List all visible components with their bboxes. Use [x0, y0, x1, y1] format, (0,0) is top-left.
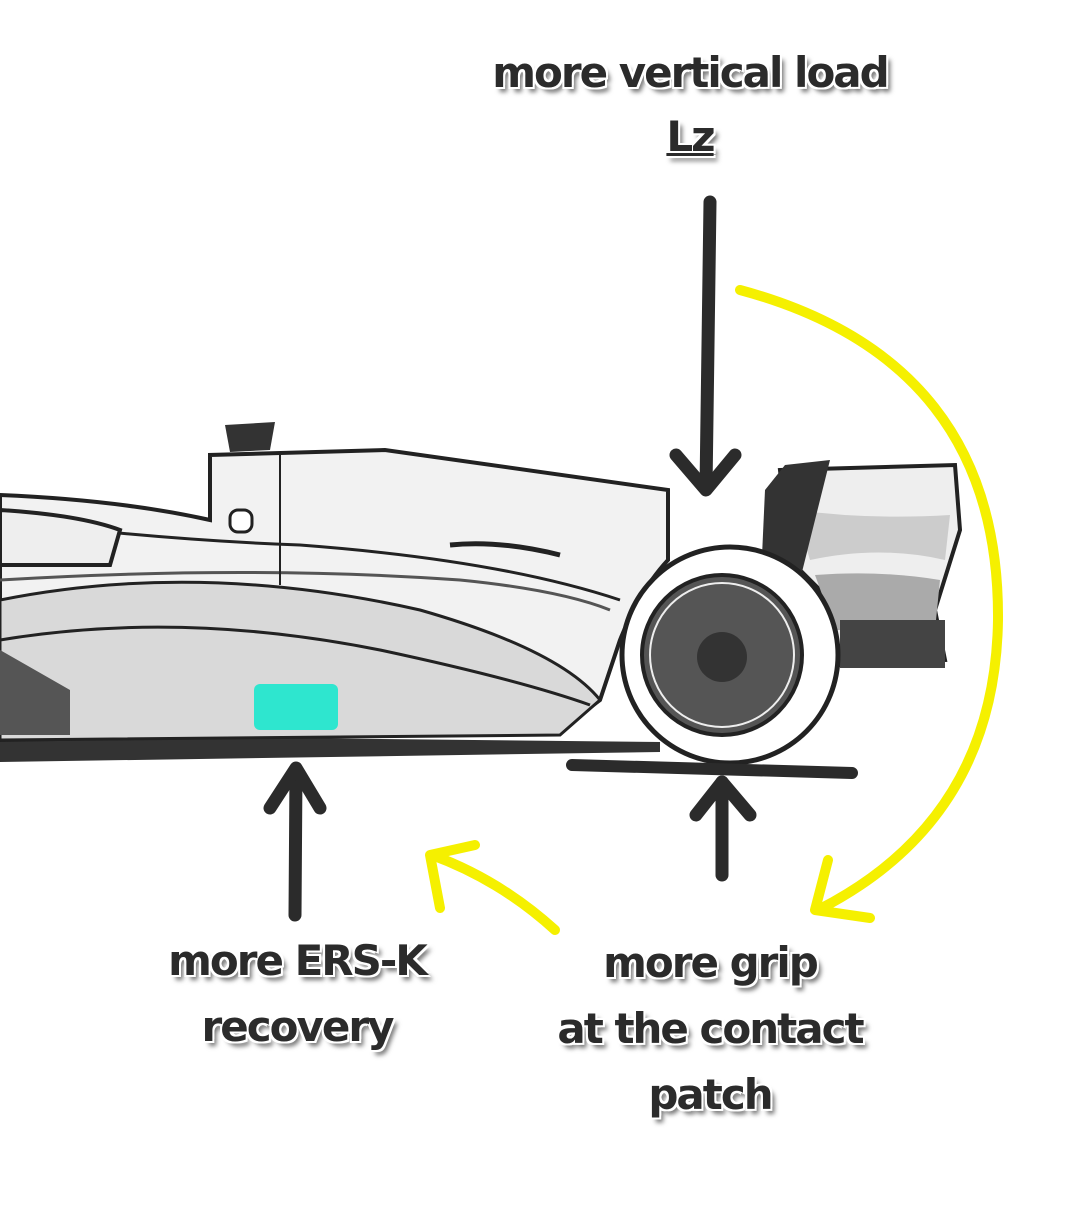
wheel-rim-highlight — [649, 582, 795, 728]
body-line — [449, 541, 561, 558]
arrow-head — [669, 448, 742, 497]
arrow-shaft — [427, 850, 560, 935]
rear-wing-shading — [795, 510, 950, 560]
arrow-head — [263, 761, 327, 815]
car-floor — [0, 735, 660, 762]
label-lz: Lz — [666, 112, 715, 161]
arrow-head — [810, 855, 875, 923]
arrow-head — [425, 840, 480, 913]
mirror — [228, 508, 254, 534]
cockpit-halo — [0, 507, 123, 567]
floor-edge-panel — [0, 650, 70, 735]
ers-k-unit — [254, 684, 338, 730]
label-vertical-load: more vertical load — [492, 48, 889, 97]
arrow-shaft — [288, 763, 303, 922]
arrow-head — [689, 775, 757, 822]
car-camera — [225, 422, 275, 452]
diffuser — [840, 620, 945, 668]
arrow-shaft — [699, 195, 717, 495]
label-grip-line3: patch — [648, 1070, 773, 1119]
body-line — [0, 625, 591, 707]
ground-line — [566, 759, 858, 779]
wheel-hub — [697, 632, 747, 682]
up-arrow-grip — [689, 775, 757, 882]
yellow-small-arrow — [425, 840, 560, 935]
label-grip-line1: more grip — [603, 938, 819, 987]
label-ers-line2: recovery — [201, 1002, 395, 1051]
label-ers-line1: more ERS-K — [168, 936, 428, 985]
body-line — [0, 571, 611, 612]
rear-wing-shading — [815, 573, 940, 630]
up-arrow-ers — [263, 761, 327, 922]
sidepod-lower-panel — [0, 580, 603, 742]
yellow-arc-arrow — [735, 285, 1004, 923]
rear-wheel — [619, 544, 841, 766]
label-grip-line2: at the contact — [557, 1004, 864, 1053]
down-arrow-vertical-load — [669, 195, 742, 497]
arrow-shaft — [735, 285, 1004, 915]
